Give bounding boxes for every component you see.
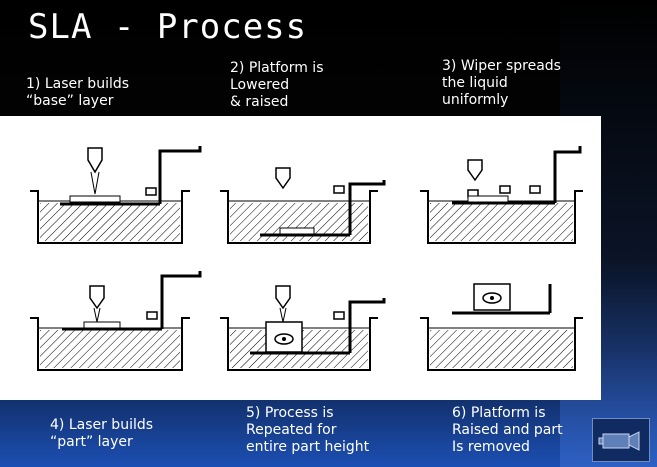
laser-icon [89, 285, 105, 323]
step-1-caption: 1) Laser builds “base” layer [26, 76, 130, 109]
step-4-caption: 4) Laser builds “part” layer [50, 417, 154, 450]
step-5-caption: 5) Process is Repeated for entire part h… [246, 405, 370, 455]
frame-3-diagram [420, 146, 583, 244]
step-2-caption: 2) Platform is Lowered & raised [230, 60, 324, 110]
video-nav-button[interactable] [592, 418, 650, 462]
slide-title: SLA - Process [28, 7, 308, 47]
laser-icon [467, 159, 483, 182]
frame-6-diagram [420, 283, 583, 371]
frame-4-diagram [30, 271, 202, 371]
process-diagram-panel [0, 116, 601, 400]
process-diagram [30, 146, 583, 371]
laser-icon [275, 167, 291, 190]
step-3-caption: 3) Wiper spreads the liquid uniformly [442, 58, 561, 108]
frame-2-diagram [220, 167, 386, 244]
frame-1-diagram [30, 146, 202, 244]
frame-5-diagram [220, 285, 386, 371]
movie-camera-icon [598, 431, 640, 451]
laser-icon [87, 147, 103, 195]
step-6-caption: 6) Platform is Raised and part Is remove… [452, 405, 563, 455]
laser-icon [275, 285, 291, 323]
